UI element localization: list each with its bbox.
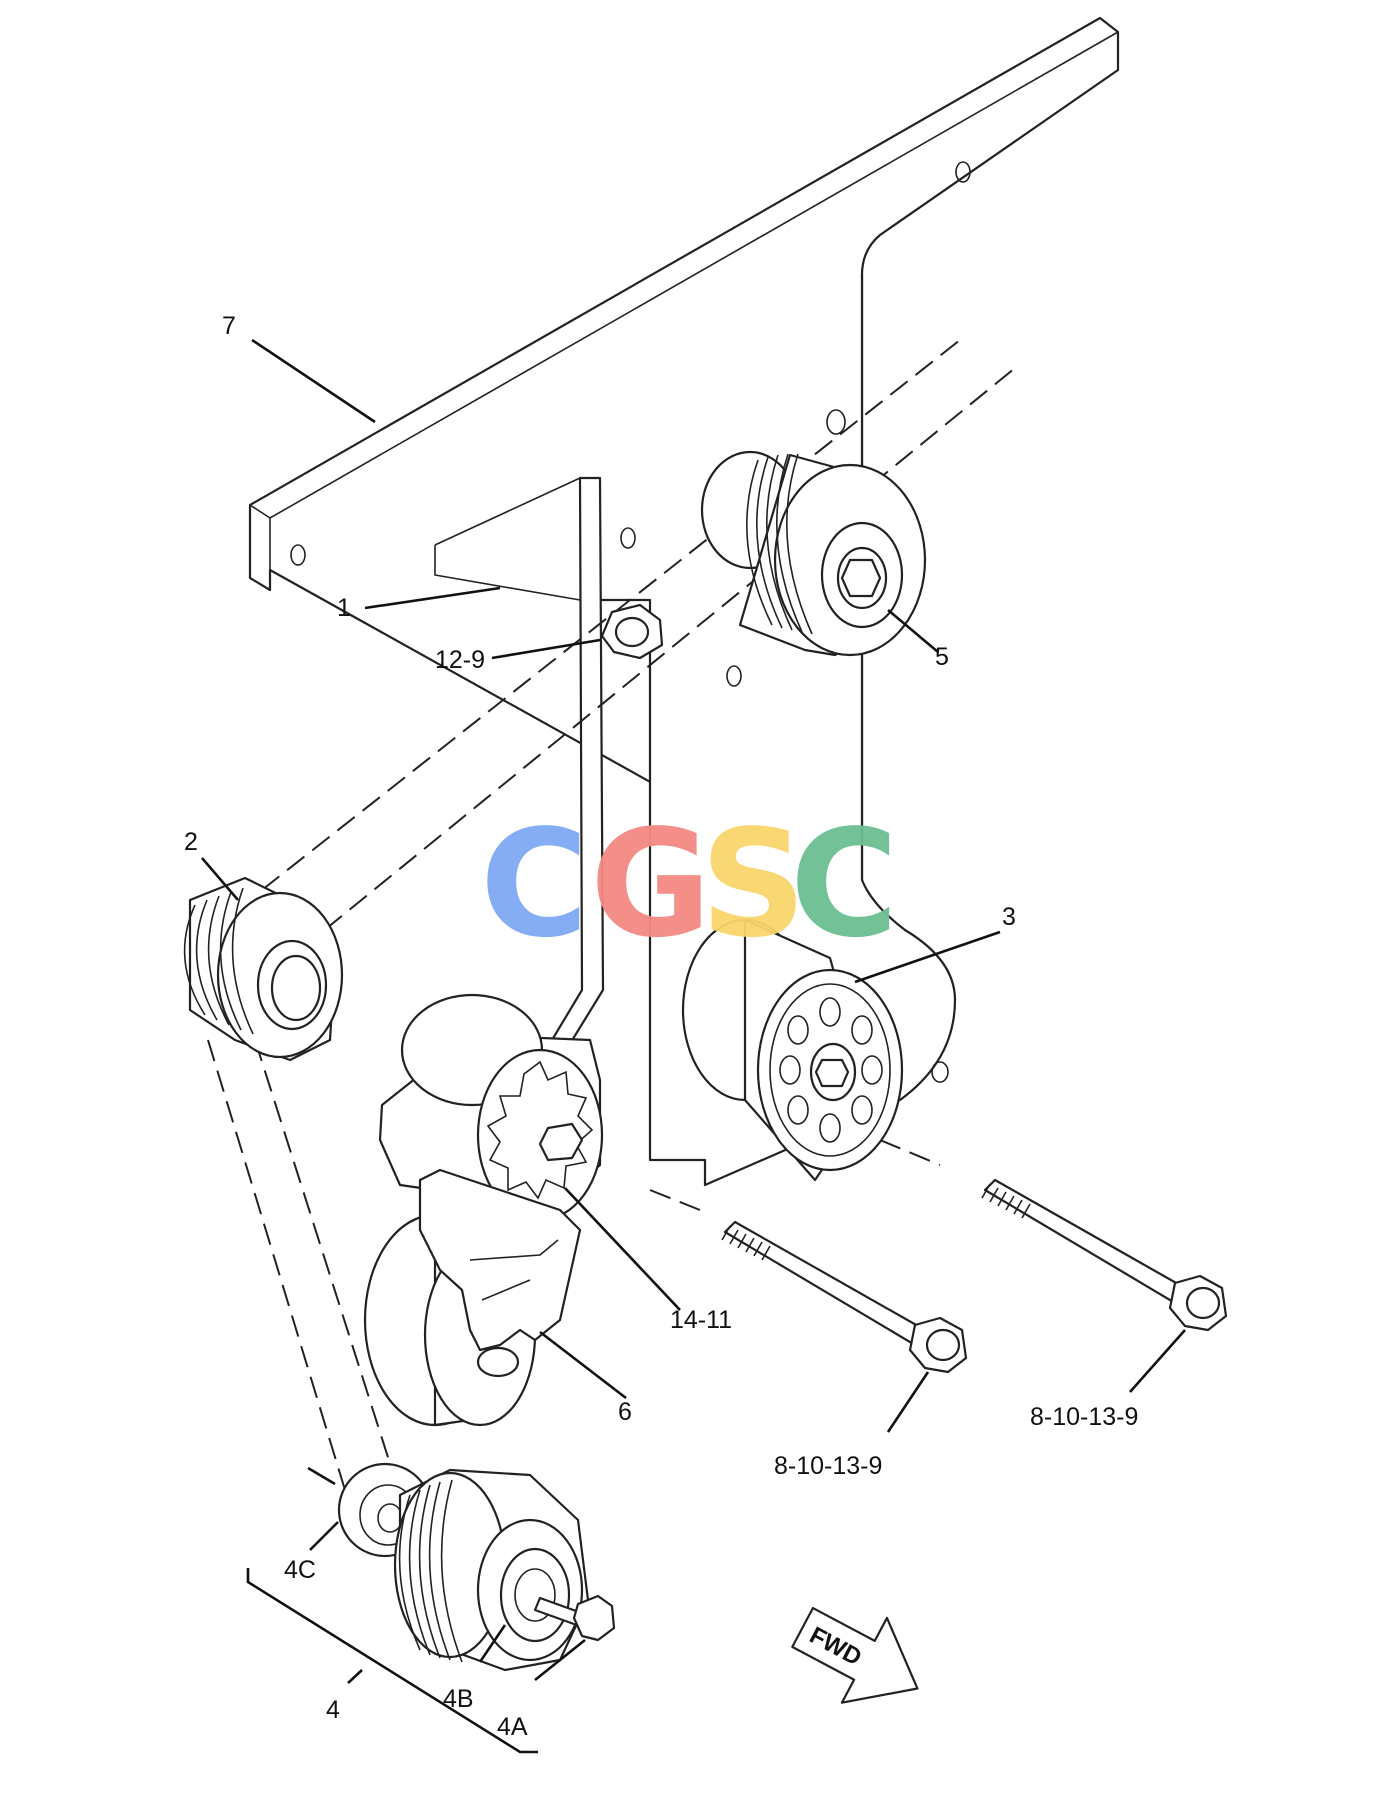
callout-4a: 4A xyxy=(497,1713,528,1741)
bracket-plate xyxy=(248,16,1120,1187)
leader-lines xyxy=(201,338,1186,1754)
belt-tensioner-6 xyxy=(363,993,604,1427)
idler-pulley-5 xyxy=(700,450,927,657)
callout-3: 3 xyxy=(1002,903,1016,931)
watermark-letter-c1: C xyxy=(480,798,589,970)
watermark-letter-g: G xyxy=(590,798,711,970)
callout-8-10-13-9-left: 8-10-13-9 xyxy=(774,1452,882,1480)
bolt-8-10-13-9-right xyxy=(981,1178,1228,1332)
belt-routing-lines xyxy=(207,339,1016,1496)
watermark-letter-c2: C xyxy=(790,798,899,970)
callout-14-11: 14-11 xyxy=(670,1306,732,1334)
bolt-8-10-13-9-left xyxy=(721,1220,968,1374)
callout-labels: 7 1 12-9 5 2 3 14-11 6 8-10-13-9 8-10-13… xyxy=(184,312,1138,1741)
cgsc-watermark: C G S C xyxy=(480,798,899,970)
fwd-direction-arrow: FWD xyxy=(791,1606,919,1704)
arrow-right-icon xyxy=(791,1606,919,1704)
idler-pulley-3 xyxy=(681,918,904,1182)
idler-pulley-2 xyxy=(183,876,344,1062)
pulley-assembly-4 xyxy=(307,1462,616,1672)
callout-4: 4 xyxy=(326,1696,340,1724)
callout-2: 2 xyxy=(184,828,198,856)
callout-4b: 4B xyxy=(443,1685,474,1713)
callout-7: 7 xyxy=(222,312,236,340)
callout-8-10-13-9-right: 8-10-13-9 xyxy=(1030,1403,1138,1431)
callout-6: 6 xyxy=(618,1398,632,1426)
watermark-letter-s: S xyxy=(700,798,807,970)
callout-5: 5 xyxy=(935,643,949,671)
callout-1: 1 xyxy=(337,594,351,622)
bolt-12-9 xyxy=(600,603,664,660)
callout-4c: 4C xyxy=(284,1556,316,1584)
callout-12-9: 12-9 xyxy=(435,646,485,674)
